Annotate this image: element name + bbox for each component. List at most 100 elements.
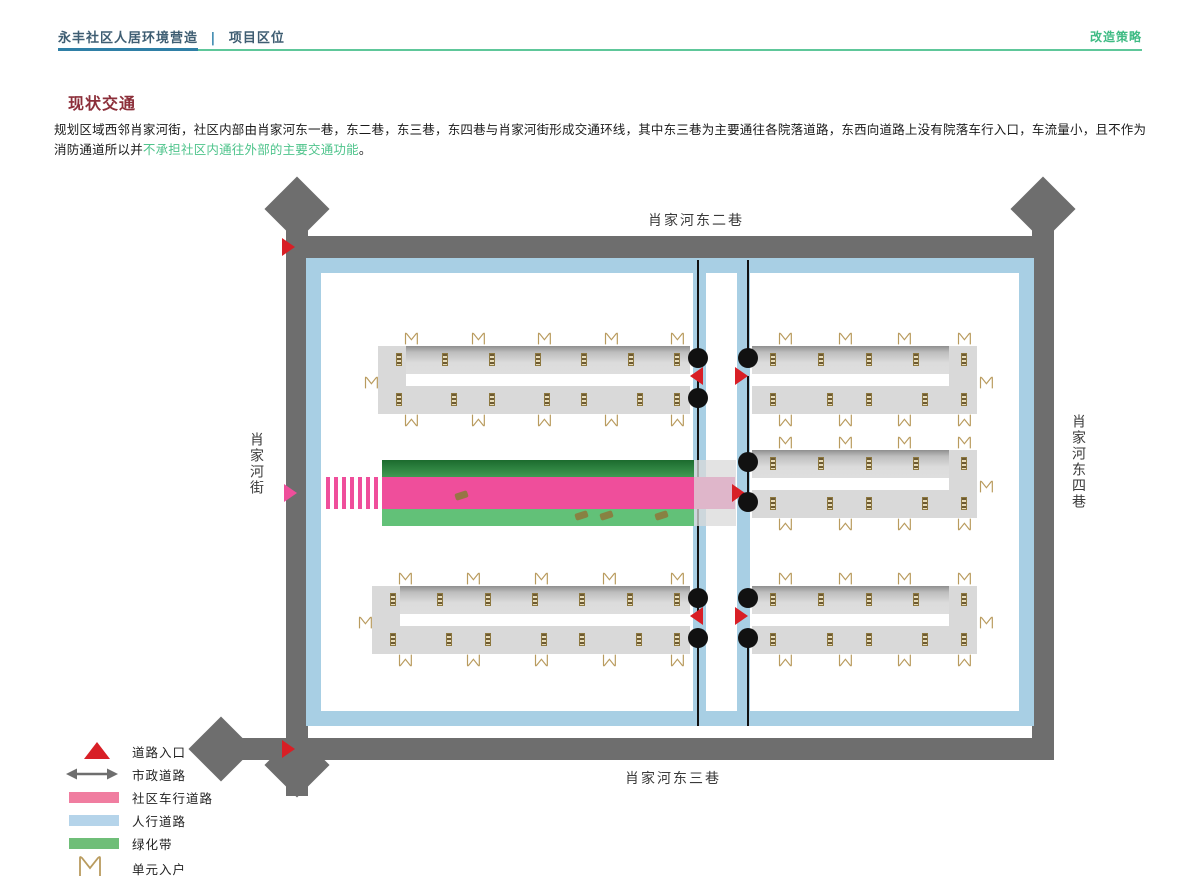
municipal-road-west-stub — [206, 738, 296, 760]
building-window-mark — [446, 633, 453, 646]
building-block-se-bottom — [752, 626, 977, 654]
gate-post-se-upper — [738, 588, 758, 608]
gate-post-sw-lower — [688, 628, 708, 648]
road-arrow-top-left — [264, 176, 330, 242]
legend-key-road-entry — [62, 740, 120, 761]
unit-entrance-icon — [957, 436, 973, 449]
building-window-mark — [922, 497, 929, 510]
unit-entrance-icon — [534, 572, 550, 585]
building-window-mark — [579, 633, 586, 646]
unit-entrance-icon — [838, 332, 854, 345]
municipal-road-top — [286, 236, 1054, 258]
building-window-mark — [532, 593, 538, 606]
building-window-mark — [865, 393, 872, 406]
building-window-mark — [770, 593, 776, 606]
building-window-mark — [817, 457, 824, 470]
building-block-sw-top — [372, 586, 690, 614]
building-block-nw-bottom — [378, 386, 690, 414]
building-block-ne-bottom — [752, 386, 977, 414]
street-label-bottom: 肖家河东三巷 — [625, 771, 721, 787]
legend-label-pedestrian-road: 人行道路 — [132, 814, 187, 829]
street-label-right: 肖家河东四巷 — [1070, 414, 1086, 510]
building-window-mark — [770, 497, 776, 510]
road-entry-marker-center-lower-east — [735, 607, 748, 625]
description-text: 规划区域西邻肖家河街，社区内部由肖家河东一巷，东二巷，东三巷，东四巷与肖家河街形… — [54, 122, 1147, 157]
building-window-mark — [390, 593, 396, 606]
legend-label-municipal-road: 市政道路 — [132, 768, 187, 783]
unit-entrance-icon — [602, 654, 618, 667]
unit-entrance-icon — [358, 616, 374, 629]
building-window-mark — [541, 633, 547, 646]
building-window-mark — [961, 353, 967, 366]
building-block-e-mid-top — [752, 450, 977, 478]
unit-entrance-icon — [979, 480, 995, 493]
building-window-mark — [865, 457, 872, 470]
building-window-mark — [581, 393, 588, 406]
building-window-mark — [913, 457, 920, 470]
building-window-mark — [451, 393, 458, 406]
pedestrian-path-bottom — [306, 711, 1034, 726]
double-arrow-icon — [66, 766, 118, 786]
unit-entrance-icon — [957, 572, 973, 585]
building-block-e-mid-bottom — [752, 490, 977, 518]
building-block-nw-top — [378, 346, 690, 374]
unit-entrance-icon — [404, 414, 420, 427]
building-window-mark — [396, 353, 402, 366]
gate-post-sw-upper — [688, 588, 708, 608]
municipal-road-right — [1032, 200, 1054, 738]
building-window-mark — [396, 393, 402, 406]
unit-entrance-icon — [957, 414, 973, 427]
building-block-sw-bottom — [372, 626, 690, 654]
unit-entrance-icon — [604, 414, 620, 427]
unit-entrance-icon — [838, 654, 854, 667]
building-window-mark — [770, 393, 776, 406]
gate-post-e-mid-bottom — [738, 492, 758, 512]
building-window-mark — [913, 353, 920, 366]
section-label: 项目区位 — [228, 31, 285, 46]
unit-entrance-icon — [537, 414, 553, 427]
legend-item-road-entry: 道路入口 — [62, 740, 242, 763]
legend-label-unit-entrance: 单元入户 — [132, 862, 187, 877]
gate-pole-west-top — [697, 260, 699, 360]
building-window-mark — [579, 593, 586, 606]
unit-entrance-icon — [778, 436, 794, 449]
municipal-road-left — [286, 200, 308, 796]
green-belt-swatch-icon — [69, 838, 119, 849]
road-entry-marker-west-community — [284, 484, 297, 502]
legend-label-green-belt: 绿化带 — [132, 837, 173, 852]
unit-entrance-icon — [404, 332, 420, 345]
header-rule-green — [198, 49, 1142, 51]
legend-item-pedestrian-road: 人行道路 — [62, 809, 242, 832]
municipal-road-bottom — [216, 738, 1054, 760]
building-window-mark — [913, 593, 920, 606]
breadcrumb-separator: | — [210, 31, 217, 46]
building-window-mark — [817, 593, 824, 606]
unit-entrance-icon — [838, 436, 854, 449]
building-window-mark — [484, 633, 491, 646]
unit-entrance-icon — [398, 654, 414, 667]
green-belt-north — [382, 460, 694, 477]
unit-entrance-icon — [778, 518, 794, 531]
unit-entrance-icon — [364, 376, 380, 389]
building-window-mark — [674, 393, 680, 406]
building-window-mark — [770, 457, 776, 470]
unit-entrance-icon — [466, 654, 482, 667]
building-window-mark — [442, 353, 449, 366]
unit-entrance-icon — [670, 414, 686, 427]
building-window-mark — [961, 633, 967, 646]
unit-entrance-icon — [778, 654, 794, 667]
crosswalk-dashes — [326, 477, 378, 509]
building-window-mark — [826, 393, 833, 406]
center-gap-pad — [694, 460, 736, 526]
building-window-mark — [865, 593, 872, 606]
gate-post-se-lower — [738, 628, 758, 648]
pedestrian-road-swatch-icon — [69, 815, 119, 826]
unit-entrance-icon — [537, 332, 553, 345]
unit-entrance-icon — [897, 654, 913, 667]
unit-entrance-icon — [778, 414, 794, 427]
legend-key-green-belt — [62, 832, 120, 853]
building-window-mark — [674, 633, 680, 646]
gate-post-nw-lower — [688, 388, 708, 408]
unit-entrance-icon — [670, 654, 686, 667]
header-right-label: 改造策略 — [1089, 30, 1142, 44]
